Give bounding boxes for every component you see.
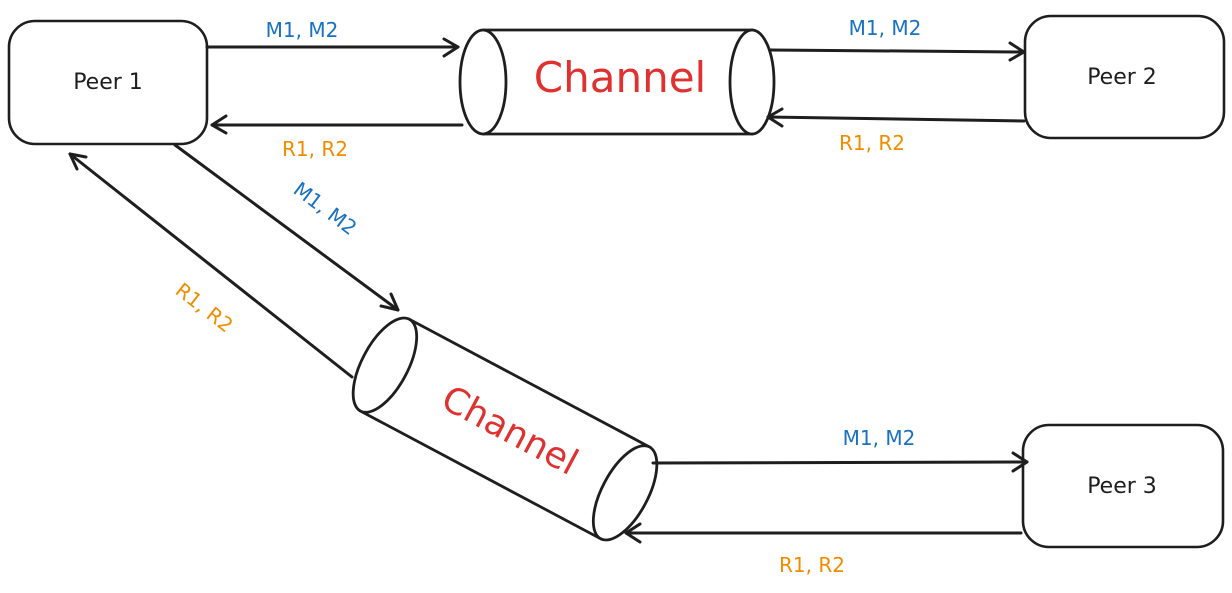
channel-bottom-right-end (591, 444, 659, 542)
arrow-channel-top-to-peer2 (768, 41, 1026, 62)
peer-1-node: Peer 1 (7, 19, 209, 146)
label-channel-bottom-to-peer1: R1, R2 (171, 278, 238, 338)
arrow-channel-bottom-to-peer3 (651, 451, 1029, 473)
arrow-peer3-to-channel-bottom (624, 522, 1023, 544)
channel-top-label: Channel (534, 53, 706, 102)
label-channel-top-to-peer2: M1, M2 (849, 16, 922, 40)
label-channel-bottom-to-peer3: M1, M2 (843, 426, 916, 450)
peer-1-label: Peer 1 (73, 70, 143, 95)
label-peer2-to-channel-top: R1, R2 (839, 131, 905, 155)
peer-2-node: Peer 2 (1023, 14, 1226, 140)
arrow-peer1-to-channel-top (205, 37, 460, 58)
label-channel-top-to-peer1: R1, R2 (282, 137, 348, 161)
peer-3-node: Peer 3 (1021, 423, 1225, 549)
label-peer1-to-channel-top: M1, M2 (266, 18, 339, 42)
channel-top: Channel (458, 28, 776, 136)
label-peer3-to-channel-bottom: R1, R2 (779, 553, 845, 577)
channel-bottom: Channel (351, 316, 659, 542)
peer-2-label: Peer 2 (1087, 65, 1157, 90)
arrow-peer2-to-channel-top (766, 107, 1026, 128)
peer-3-label: Peer 3 (1087, 474, 1157, 499)
arrow-peer1-to-channel-bottom (173, 143, 400, 312)
channel-top-left-end (458, 28, 508, 136)
channel-top-right-end (728, 28, 776, 136)
label-peer1-to-channel-bottom: M1, M2 (289, 177, 361, 240)
arrow-channel-top-to-peer1 (210, 114, 464, 135)
channel-bottom-left-end (351, 316, 419, 414)
arrow-channel-bottom-to-peer1 (68, 152, 354, 379)
